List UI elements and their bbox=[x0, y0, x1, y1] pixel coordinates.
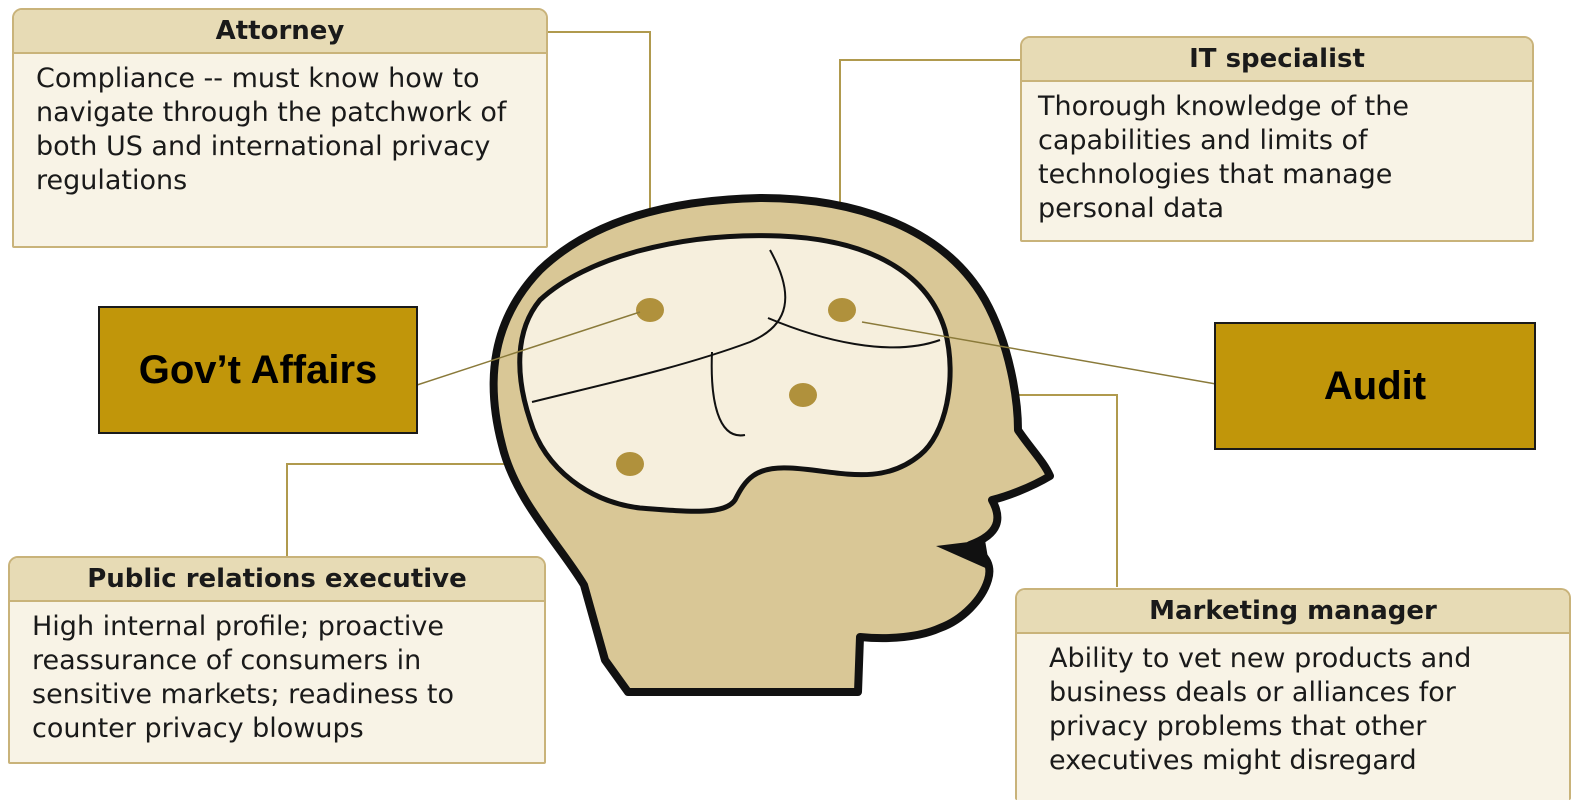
brain-outline bbox=[517, 233, 953, 514]
card-title: Public relations executive bbox=[10, 558, 544, 602]
dot-it-specialist bbox=[828, 298, 856, 322]
role-box-govt-affairs: Gov’t Affairs bbox=[98, 306, 418, 434]
connector-govt-affairs bbox=[416, 311, 641, 386]
dot-marketing bbox=[789, 383, 817, 407]
card-title: IT specialist bbox=[1022, 38, 1532, 82]
connector-audit bbox=[861, 321, 1217, 385]
brain-fissure-2 bbox=[767, 317, 941, 349]
card-description: Compliance -- must know how to navigate … bbox=[36, 63, 507, 196]
card-it-specialist: IT specialist Thorough knowledge of the … bbox=[1020, 36, 1534, 242]
card-title: Marketing manager bbox=[1017, 590, 1569, 634]
lips-notch bbox=[936, 540, 990, 570]
card-marketing: Marketing manager Ability to vet new pro… bbox=[1015, 588, 1571, 800]
dot-attorney bbox=[636, 298, 664, 322]
card-description: Ability to vet new products and business… bbox=[1049, 643, 1472, 776]
card-public-relations: Public relations executive High internal… bbox=[8, 556, 546, 764]
card-attorney: Attorney Compliance -- must know how to … bbox=[12, 8, 548, 248]
card-description: Thorough knowledge of the capabilities a… bbox=[1038, 91, 1409, 224]
card-description: High internal profile; proactive reassur… bbox=[32, 611, 455, 744]
card-title: Attorney bbox=[14, 10, 546, 54]
brain-fissure-1 bbox=[531, 249, 787, 403]
brain-fissure-3 bbox=[710, 351, 746, 437]
role-box-audit: Audit bbox=[1214, 322, 1536, 450]
dot-public-relations bbox=[616, 452, 644, 476]
